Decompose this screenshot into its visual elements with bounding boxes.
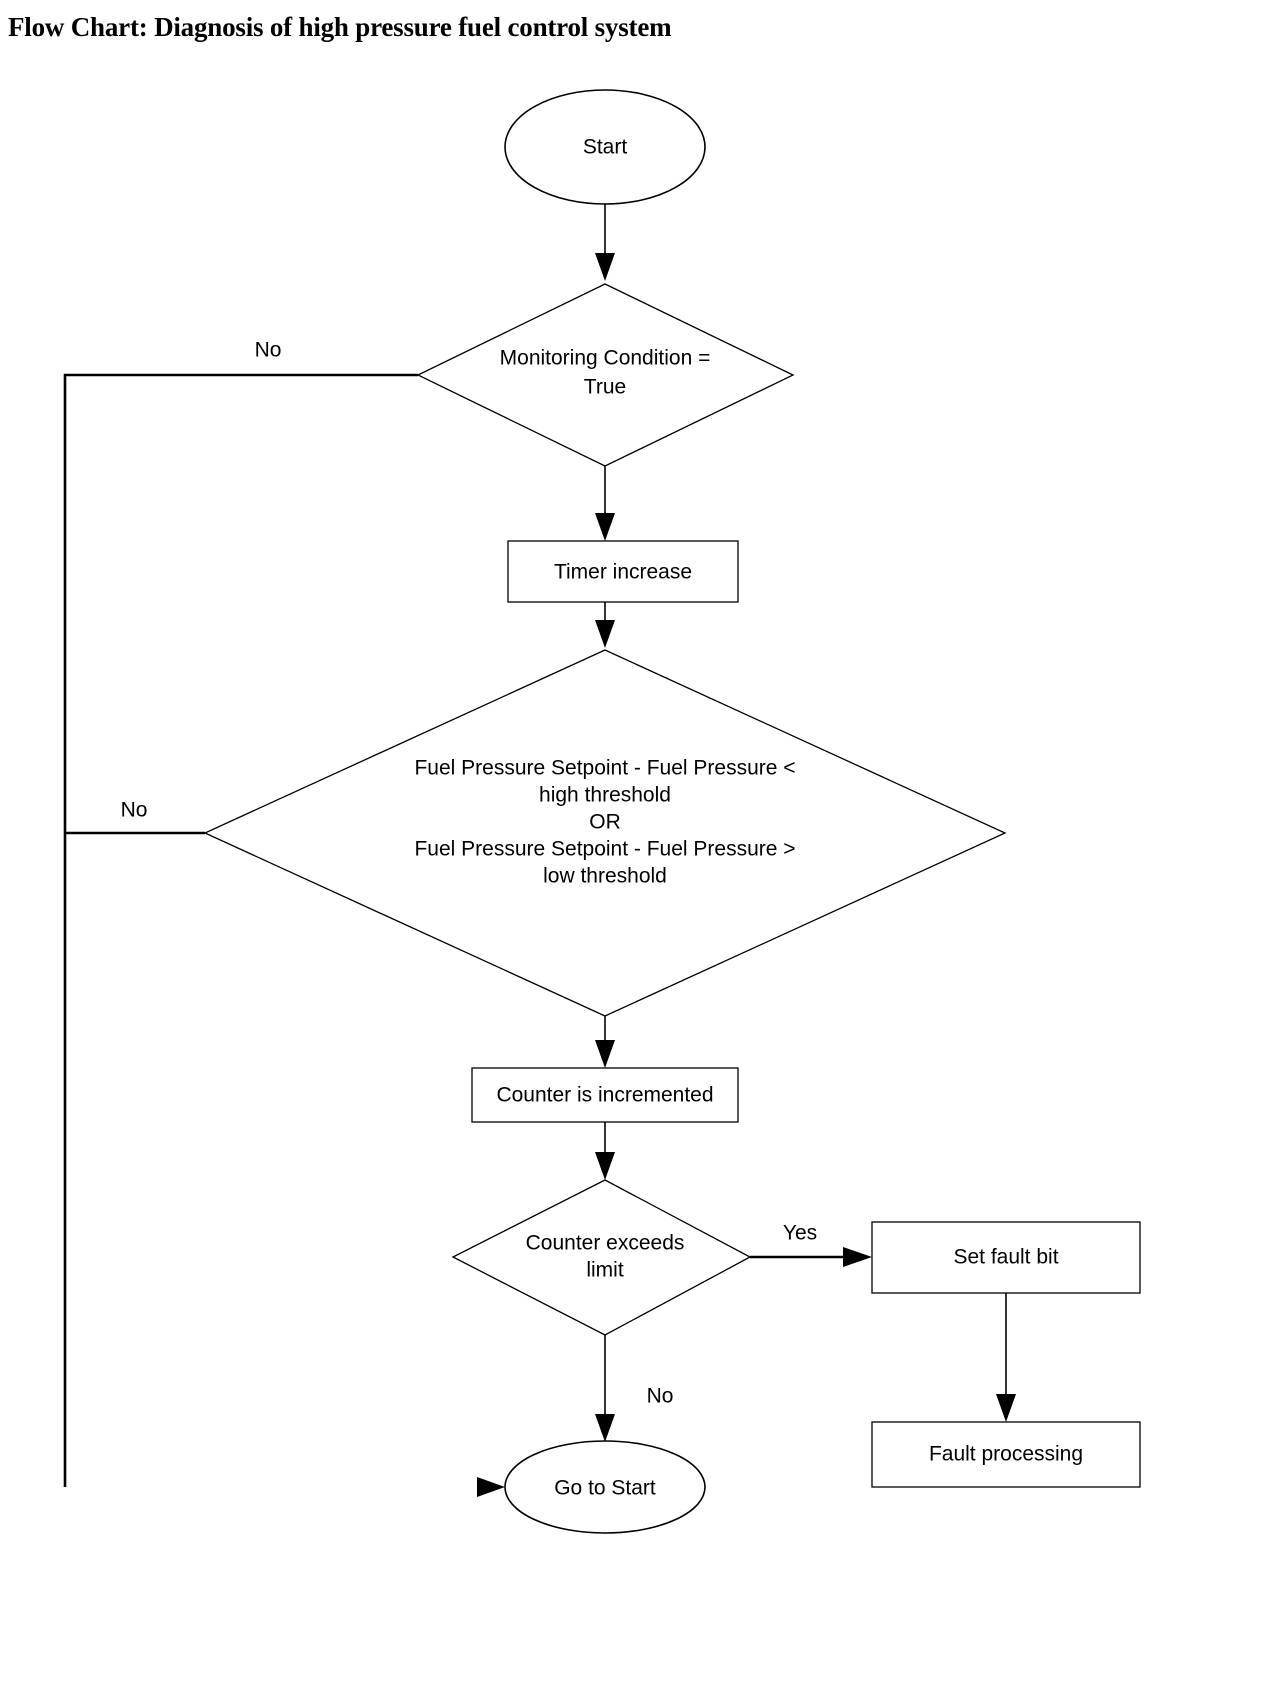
node-set-fault-bit[interactable] (871, 1221, 1141, 1294)
node-counter-exceeds-line2: limit (586, 1259, 623, 1282)
node-fault-processing[interactable] (871, 1421, 1141, 1488)
node-go-to-start-label: Go to Start (554, 1477, 656, 1500)
node-timer-increase-label: Timer increase (554, 561, 692, 584)
node-monitoring-condition-line1: Monitoring Condition = (500, 347, 711, 370)
node-counter-exceeds[interactable] (451, 1179, 752, 1336)
edge-monitoring-no-to-gotostart (63, 373, 418, 1487)
arrowhead-counter-yes-to-setfault (843, 1247, 872, 1267)
edge-label-no-pressure: No (121, 799, 148, 822)
page-title: Flow Chart: Diagnosis of high pressure f… (8, 12, 672, 42)
arrowhead-pressure-to-counter-increment (595, 1040, 615, 1068)
node-pressure-check-line3: OR (589, 811, 621, 834)
arrowhead-rail-to-gotostart (477, 1477, 505, 1497)
node-start-label: Start (583, 136, 628, 159)
node-counter-exceeds-line1: Counter exceeds (526, 1232, 685, 1255)
node-timer-increase[interactable] (507, 540, 739, 603)
edge-label-no-counter: No (647, 1385, 674, 1408)
arrowhead-counter-no-to-gotostart (595, 1414, 615, 1442)
arrowhead-counter-increment-to-exceeds (595, 1152, 615, 1180)
node-fault-processing-label: Fault processing (929, 1443, 1083, 1466)
node-counter-increment-label: Counter is incremented (496, 1084, 713, 1107)
node-pressure-check-line1: Fuel Pressure Setpoint - Fuel Pressure < (414, 757, 795, 780)
node-pressure-check-line5: low threshold (543, 865, 667, 888)
node-counter-increment[interactable] (471, 1067, 739, 1123)
node-pressure-check-line4: Fuel Pressure Setpoint - Fuel Pressure > (414, 838, 795, 861)
node-pressure-check-line2: high threshold (539, 784, 671, 807)
edge-label-no-monitoring: No (255, 339, 282, 362)
node-go-to-start[interactable] (504, 1440, 706, 1534)
node-set-fault-bit-label: Set fault bit (953, 1246, 1058, 1269)
arrowhead-monitoring-to-timer (595, 513, 615, 541)
node-monitoring-condition-line2: True (584, 376, 626, 399)
arrowhead-start-to-monitoring (595, 253, 615, 281)
arrowhead-timer-to-pressure (595, 620, 615, 648)
arrowhead-setfault-to-faultprocessing (996, 1394, 1016, 1422)
edge-label-yes-counter: Yes (783, 1222, 817, 1245)
